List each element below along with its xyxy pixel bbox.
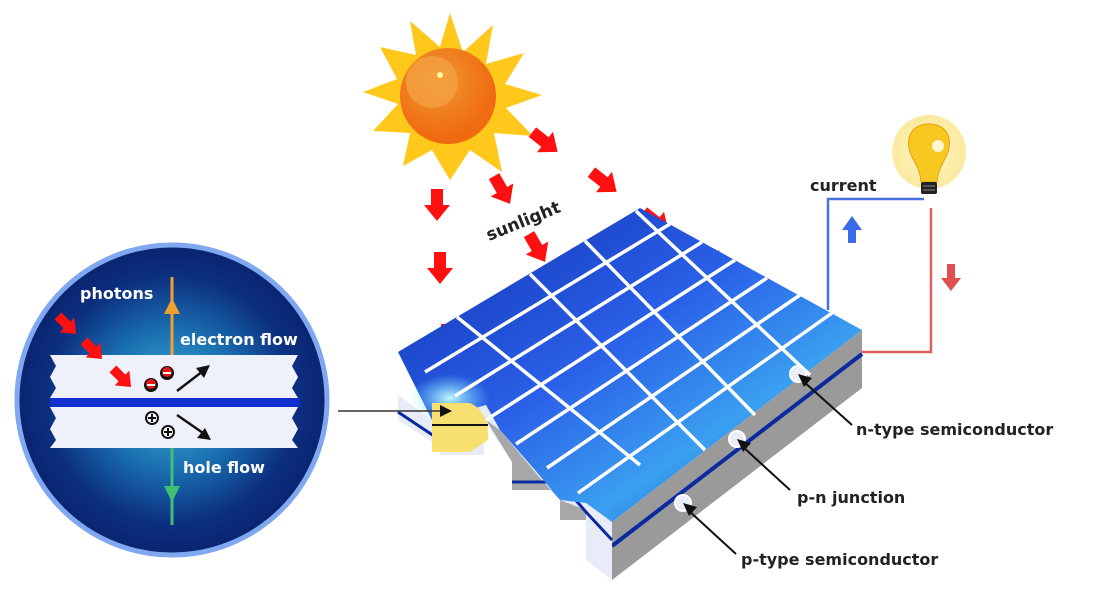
hole-particle bbox=[145, 411, 159, 425]
circuit-wires bbox=[826, 197, 933, 354]
sun-icon bbox=[363, 13, 542, 180]
photons-label: photons bbox=[80, 284, 153, 303]
p-type-label: p-type semiconductor bbox=[741, 550, 938, 569]
electron-particle bbox=[160, 366, 174, 380]
current-down-arrow-icon bbox=[941, 264, 961, 291]
inset-magnified-view bbox=[14, 242, 330, 558]
electron-particle bbox=[144, 378, 158, 392]
pn-junction-label: p-n junction bbox=[797, 488, 905, 507]
light-bulb-icon bbox=[892, 115, 966, 194]
solar-panel bbox=[397, 208, 864, 580]
current-label: current bbox=[810, 176, 877, 195]
current-up-arrow-icon bbox=[842, 216, 862, 243]
sunlight-label: sunlight bbox=[483, 198, 563, 246]
electron-flow-label: electron flow bbox=[180, 330, 298, 349]
n-type-label: n-type semiconductor bbox=[856, 420, 1053, 439]
hole-flow-label: hole flow bbox=[183, 458, 265, 477]
hole-particle bbox=[161, 425, 175, 439]
layer-callouts bbox=[674, 365, 853, 555]
inset-connector-arrowhead bbox=[440, 405, 452, 417]
